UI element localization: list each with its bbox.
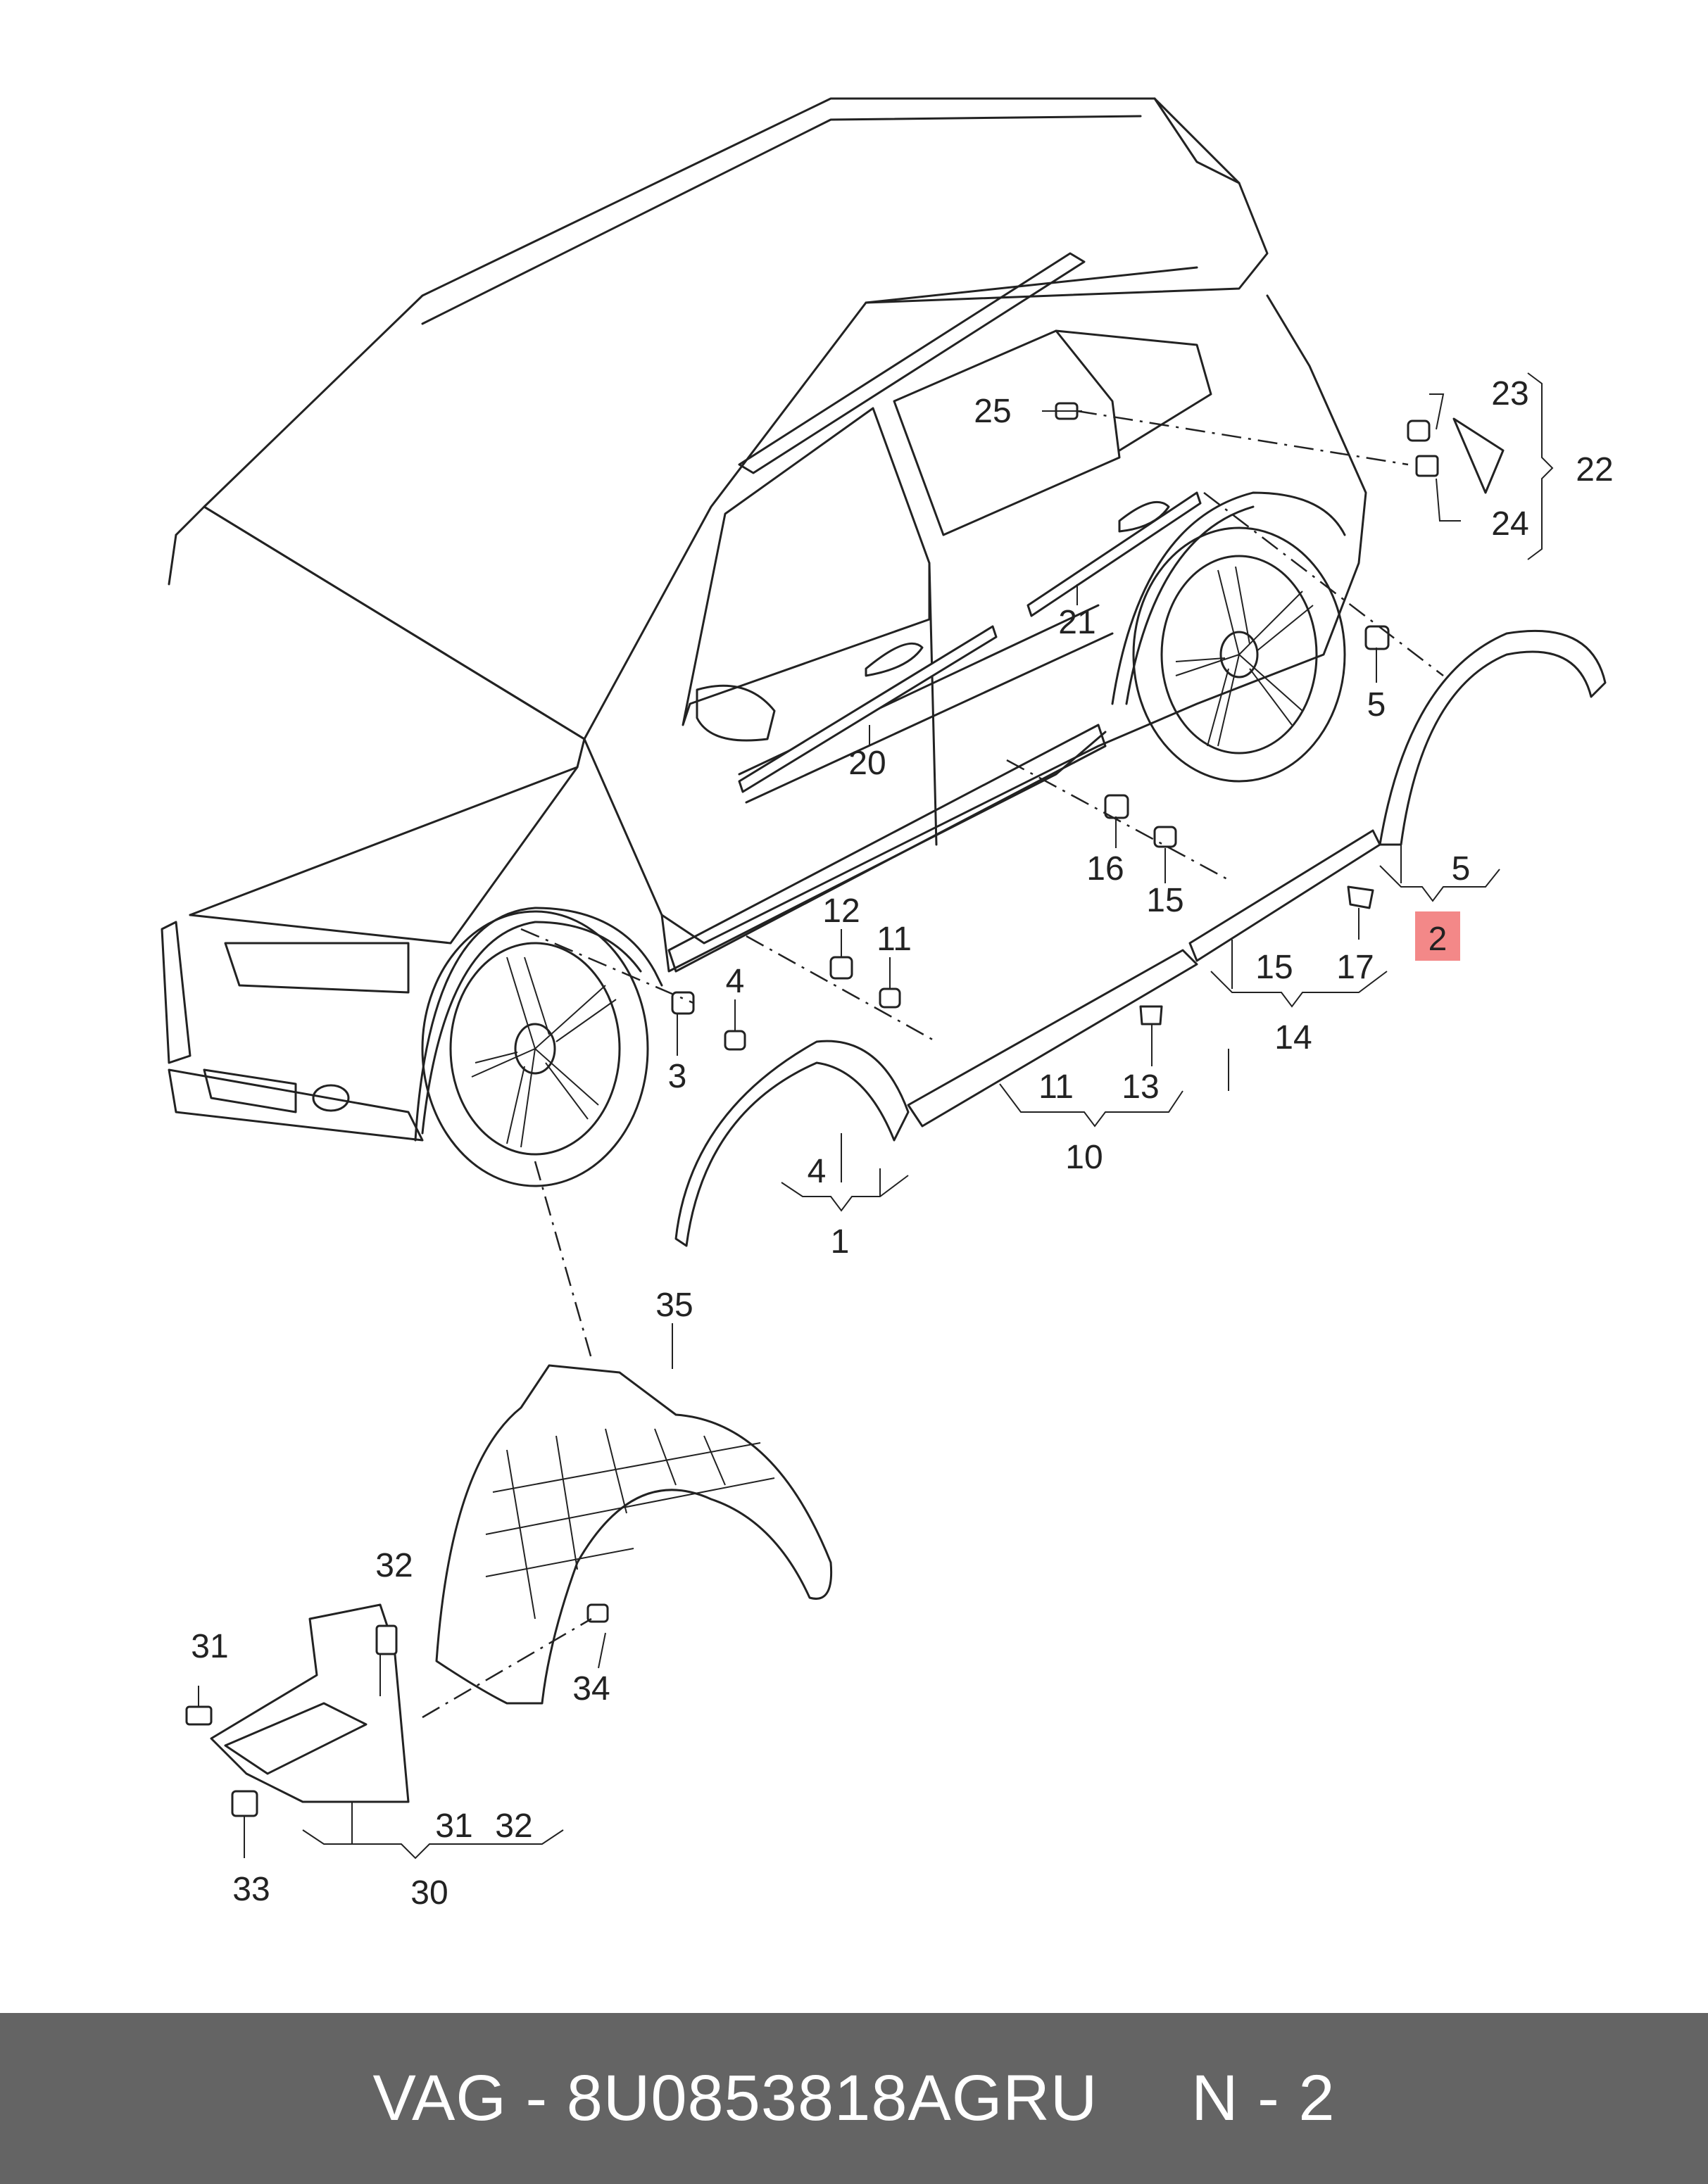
clip-31 bbox=[185, 1705, 213, 1726]
screw-34 bbox=[586, 1603, 609, 1623]
label-3: 3 bbox=[668, 1058, 687, 1095]
label-1: 1 bbox=[831, 1223, 850, 1261]
clip-13 bbox=[1139, 1005, 1163, 1025]
label-14: 14 bbox=[1274, 1019, 1312, 1056]
door-trim-rear bbox=[1026, 491, 1202, 617]
label-33: 33 bbox=[232, 1871, 270, 1908]
clip-15 bbox=[1153, 826, 1177, 848]
highlight-callout-2 bbox=[1415, 911, 1460, 961]
clip-17 bbox=[1347, 885, 1374, 909]
wheel-arch-trim-front bbox=[674, 1040, 910, 1247]
label-34: 34 bbox=[572, 1670, 610, 1708]
label-5a: 5 bbox=[1367, 686, 1386, 724]
clip-12 bbox=[829, 956, 853, 980]
clip-5 bbox=[1364, 625, 1390, 650]
footer-brand: VAG bbox=[372, 2062, 507, 2134]
part-labels: 1 2 3 4 4 5 5 10 11 11 12 13 14 15 15 16… bbox=[191, 375, 1613, 1912]
footer-text: VAG - 8U0853818AGRU N - 2 bbox=[373, 2062, 1336, 2135]
clip-3 bbox=[671, 991, 695, 1015]
label-10: 10 bbox=[1065, 1139, 1103, 1176]
label-23: 23 bbox=[1491, 375, 1528, 412]
clip-11 bbox=[879, 987, 901, 1009]
label-17: 17 bbox=[1336, 949, 1374, 986]
clip-4 bbox=[724, 1030, 746, 1051]
clip-32 bbox=[375, 1624, 398, 1655]
parts-diagram: 1 2 3 4 4 5 5 10 11 11 12 13 14 15 15 16… bbox=[161, 97, 1614, 1912]
label-2: 2 bbox=[1428, 921, 1448, 958]
car-body bbox=[161, 97, 1367, 1187]
label-11b: 11 bbox=[1038, 1068, 1074, 1106]
label-12: 12 bbox=[822, 892, 860, 930]
footer-page: N - 2 bbox=[1191, 2062, 1336, 2134]
label-4a: 4 bbox=[726, 963, 745, 1000]
label-15b: 15 bbox=[1255, 949, 1293, 986]
label-30: 30 bbox=[410, 1874, 448, 1912]
label-13: 13 bbox=[1122, 1068, 1159, 1106]
wheel-arch-trim-rear bbox=[1379, 629, 1607, 846]
parts bbox=[185, 402, 1607, 1817]
label-20: 20 bbox=[848, 745, 886, 782]
label-35: 35 bbox=[655, 1287, 693, 1324]
sill-trim-front bbox=[907, 949, 1198, 1128]
wheel-housing-liner bbox=[435, 1364, 833, 1705]
label-11a: 11 bbox=[877, 921, 912, 958]
clip-24 bbox=[1415, 455, 1439, 477]
label-31b: 31 bbox=[435, 1807, 472, 1845]
label-32b: 32 bbox=[495, 1807, 532, 1845]
label-32a: 32 bbox=[375, 1547, 413, 1584]
door-trim-front bbox=[738, 625, 998, 793]
footer-bar: VAG - 8U0853818AGRU N - 2 bbox=[0, 2013, 1708, 2184]
label-15a: 15 bbox=[1146, 882, 1183, 919]
label-21: 21 bbox=[1058, 604, 1095, 641]
label-24: 24 bbox=[1491, 505, 1528, 543]
label-25: 25 bbox=[974, 393, 1011, 430]
leader-lines bbox=[198, 372, 1554, 1860]
clip-33 bbox=[231, 1790, 258, 1817]
label-31a: 31 bbox=[191, 1628, 228, 1665]
footer-separator: - bbox=[506, 2062, 567, 2134]
label-4b: 4 bbox=[808, 1153, 827, 1190]
footer-part-number: 8U0853818AGRU bbox=[566, 2062, 1098, 2134]
nut-23 bbox=[1407, 419, 1431, 442]
label-22: 22 bbox=[1576, 451, 1613, 488]
bracket-30-plate bbox=[224, 1702, 368, 1775]
corner-trim-22 bbox=[1452, 417, 1505, 494]
sill-trim-rear bbox=[1188, 829, 1381, 962]
label-16: 16 bbox=[1086, 850, 1124, 888]
label-5b: 5 bbox=[1452, 850, 1471, 888]
